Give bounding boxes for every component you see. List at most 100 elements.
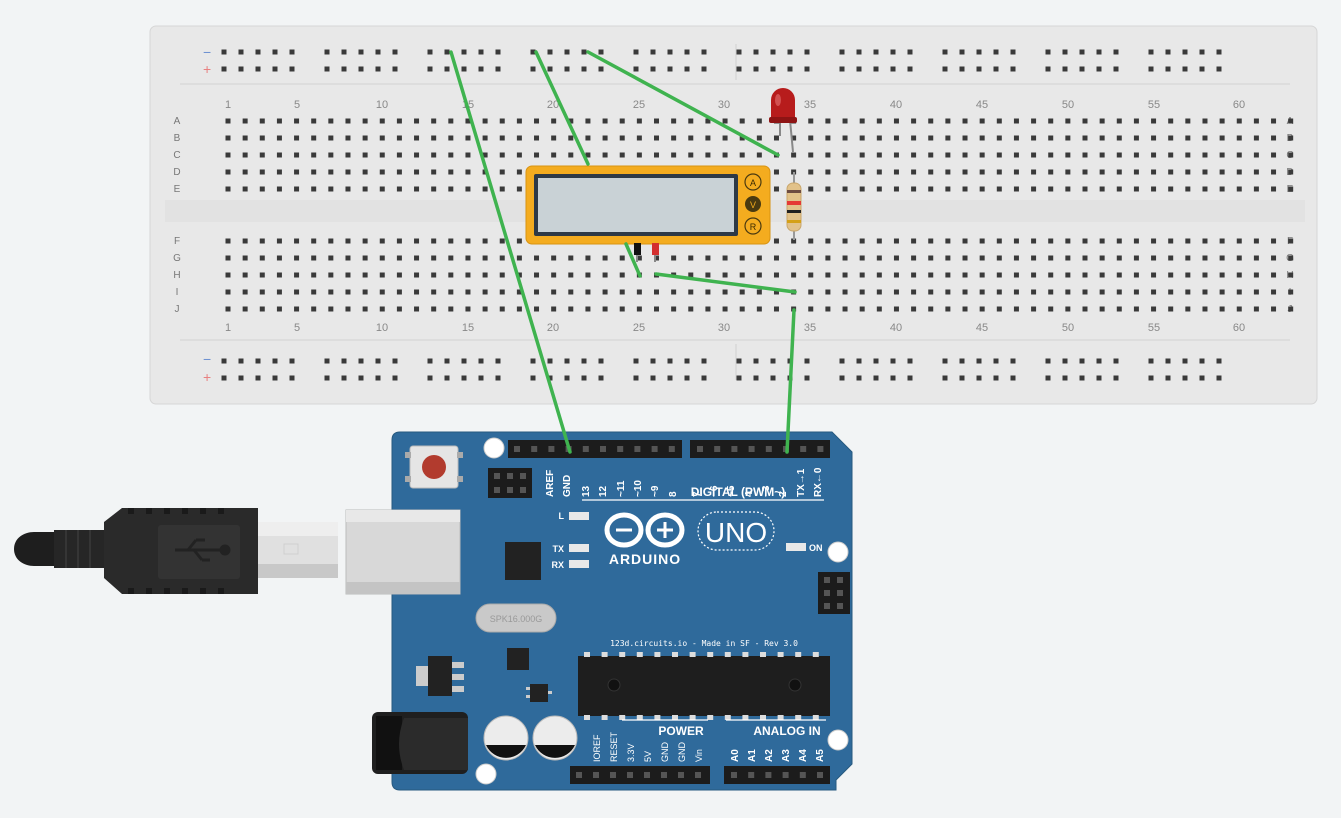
rail-hole[interactable]: [564, 49, 570, 55]
rail-hole[interactable]: [1079, 375, 1085, 381]
rail-hole[interactable]: [1182, 375, 1188, 381]
breadboard-hole[interactable]: [259, 135, 265, 141]
breadboard-hole[interactable]: [414, 118, 420, 124]
header-pin[interactable]: [514, 446, 520, 452]
breadboard-hole[interactable]: [1236, 289, 1242, 295]
breadboard-hole[interactable]: [311, 306, 317, 312]
breadboard-hole[interactable]: [619, 152, 625, 158]
breadboard-hole[interactable]: [1099, 152, 1105, 158]
breadboard-hole[interactable]: [499, 135, 505, 141]
breadboard-hole[interactable]: [482, 135, 488, 141]
breadboard-hole[interactable]: [1116, 169, 1122, 175]
breadboard-hole[interactable]: [1219, 255, 1225, 261]
rail-hole[interactable]: [461, 375, 467, 381]
rail-hole[interactable]: [495, 66, 501, 72]
rail-hole[interactable]: [1096, 49, 1102, 55]
rail-hole[interactable]: [1182, 66, 1188, 72]
breadboard-hole[interactable]: [1253, 306, 1259, 312]
breadboard-hole[interactable]: [705, 306, 711, 312]
rail-hole[interactable]: [856, 49, 862, 55]
breadboard-hole[interactable]: [1151, 238, 1157, 244]
breadboard-hole[interactable]: [328, 135, 334, 141]
mode-r-button[interactable]: R: [744, 217, 762, 235]
breadboard-hole[interactable]: [551, 152, 557, 158]
rail-hole[interactable]: [873, 375, 879, 381]
rail-hole[interactable]: [598, 358, 604, 364]
breadboard-hole[interactable]: [773, 238, 779, 244]
rail-hole[interactable]: [633, 358, 639, 364]
breadboard-hole[interactable]: [1116, 238, 1122, 244]
breadboard-hole[interactable]: [842, 152, 848, 158]
breadboard-hole[interactable]: [928, 135, 934, 141]
breadboard-hole[interactable]: [671, 255, 677, 261]
rail-hole[interactable]: [272, 358, 278, 364]
breadboard-hole[interactable]: [1151, 255, 1157, 261]
breadboard-hole[interactable]: [379, 255, 385, 261]
rail-hole[interactable]: [993, 358, 999, 364]
breadboard-hole[interactable]: [842, 169, 848, 175]
rail-hole[interactable]: [856, 358, 862, 364]
breadboard-hole[interactable]: [362, 255, 368, 261]
breadboard-hole[interactable]: [1048, 169, 1054, 175]
breadboard-hole[interactable]: [1253, 289, 1259, 295]
breadboard-hole[interactable]: [928, 152, 934, 158]
breadboard-hole[interactable]: [1219, 289, 1225, 295]
breadboard-hole[interactable]: [1202, 272, 1208, 278]
breadboard-hole[interactable]: [688, 118, 694, 124]
breadboard-hole[interactable]: [328, 306, 334, 312]
rail-hole[interactable]: [1216, 358, 1222, 364]
rail-hole[interactable]: [564, 66, 570, 72]
breadboard-hole[interactable]: [311, 135, 317, 141]
rail-hole[interactable]: [753, 358, 759, 364]
header-pin[interactable]: [627, 772, 633, 778]
breadboard-hole[interactable]: [911, 169, 917, 175]
breadboard-hole[interactable]: [825, 186, 831, 192]
breadboard-hole[interactable]: [1202, 255, 1208, 261]
breadboard-hole[interactable]: [1048, 306, 1054, 312]
breadboard-hole[interactable]: [859, 186, 865, 192]
breadboard-hole[interactable]: [825, 255, 831, 261]
breadboard-hole[interactable]: [911, 255, 917, 261]
breadboard-hole[interactable]: [911, 306, 917, 312]
breadboard-hole[interactable]: [534, 118, 540, 124]
header-pin[interactable]: [695, 772, 701, 778]
breadboard-hole[interactable]: [962, 186, 968, 192]
breadboard-hole[interactable]: [1253, 238, 1259, 244]
rail-hole[interactable]: [444, 358, 450, 364]
breadboard-hole[interactable]: [825, 135, 831, 141]
breadboard-hole[interactable]: [705, 289, 711, 295]
breadboard-hole[interactable]: [311, 272, 317, 278]
breadboard-hole[interactable]: [722, 152, 728, 158]
breadboard-hole[interactable]: [979, 152, 985, 158]
breadboard-hole[interactable]: [979, 272, 985, 278]
breadboard-hole[interactable]: [328, 118, 334, 124]
rail-hole[interactable]: [1010, 49, 1016, 55]
breadboard-hole[interactable]: [294, 238, 300, 244]
breadboard-hole[interactable]: [225, 306, 231, 312]
breadboard-hole[interactable]: [1048, 152, 1054, 158]
header-pin[interactable]: [697, 446, 703, 452]
breadboard-hole[interactable]: [945, 289, 951, 295]
breadboard-hole[interactable]: [1133, 272, 1139, 278]
rail-hole[interactable]: [375, 358, 381, 364]
breadboard-hole[interactable]: [499, 169, 505, 175]
breadboard-hole[interactable]: [448, 135, 454, 141]
rail-hole[interactable]: [478, 66, 484, 72]
rail-hole[interactable]: [341, 358, 347, 364]
breadboard-hole[interactable]: [276, 169, 282, 175]
breadboard-hole[interactable]: [1116, 272, 1122, 278]
breadboard-hole[interactable]: [808, 169, 814, 175]
breadboard-hole[interactable]: [294, 152, 300, 158]
chip-pin[interactable]: [777, 652, 784, 657]
breadboard-hole[interactable]: [294, 272, 300, 278]
breadboard-hole[interactable]: [1082, 186, 1088, 192]
breadboard-hole[interactable]: [1168, 152, 1174, 158]
breadboard-hole[interactable]: [808, 255, 814, 261]
breadboard-hole[interactable]: [1288, 135, 1294, 141]
rail-hole[interactable]: [873, 49, 879, 55]
breadboard-hole[interactable]: [1065, 289, 1071, 295]
chip-pin[interactable]: [795, 715, 802, 720]
breadboard-hole[interactable]: [876, 186, 882, 192]
breadboard-hole[interactable]: [619, 289, 625, 295]
breadboard-hole[interactable]: [585, 306, 591, 312]
